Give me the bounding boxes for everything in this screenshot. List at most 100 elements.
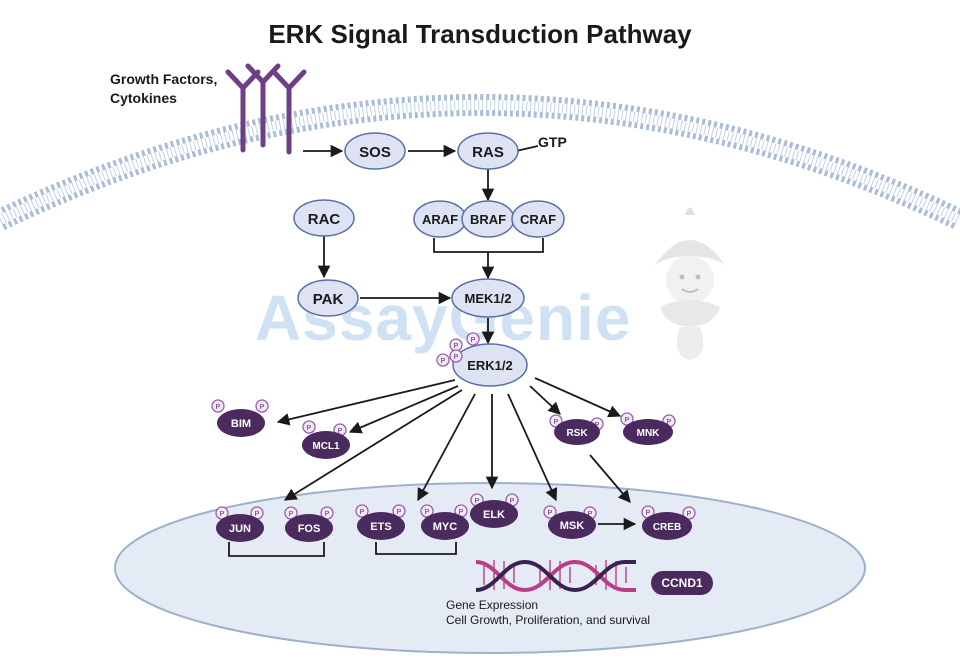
target-ets: P P ETS <box>355 504 406 540</box>
outcome-line-1: Gene Expression <box>446 598 538 612</box>
target-jun-label: JUN <box>229 523 251 535</box>
arrow-erk-rsk <box>529 385 561 415</box>
phospho-label: P <box>220 511 225 518</box>
target-elk: P P ELK <box>470 493 519 528</box>
target-msk-body <box>548 511 596 539</box>
ets-myc-bracket <box>375 542 457 555</box>
phospho-label: P <box>548 510 553 517</box>
phospho-icon <box>449 349 463 363</box>
target-fos: P P FOS <box>284 506 334 542</box>
node-braf-label: BRAF <box>470 212 506 227</box>
phospho-label: P <box>289 511 294 518</box>
target-creb-body <box>642 512 692 540</box>
target-bim-label: BIM <box>231 418 251 430</box>
target-rsk: P P RSK <box>549 414 604 445</box>
target-mnk: P P MNK <box>620 412 676 445</box>
node-pak-label: PAK <box>313 291 344 308</box>
phospho-label: P <box>459 509 464 516</box>
node-craf <box>511 200 565 238</box>
phospho-label: P <box>687 511 692 518</box>
node-craf-label: CRAF <box>520 212 556 227</box>
node-ras-label: RAS <box>472 144 504 161</box>
target-jun: P P JUN <box>215 506 264 542</box>
receptor-icon <box>225 63 307 155</box>
outcome-line-2: Cell Growth, Proliferation, and survival <box>446 613 650 627</box>
dna-helix-icon <box>475 559 636 593</box>
raf-bracket <box>433 238 544 253</box>
phospho-label: P <box>625 417 630 424</box>
ccnd1-label: CCND1 <box>661 576 703 590</box>
node-rac <box>293 199 355 237</box>
node-sos <box>344 132 406 170</box>
phospho-label: P <box>454 354 459 361</box>
phospho-label: P <box>338 428 343 435</box>
arrow-erk-mnk <box>534 377 622 418</box>
target-msk: P P MSK <box>543 505 597 539</box>
gtp-bond <box>515 145 539 152</box>
phospho-label: P <box>510 498 515 505</box>
node-sos-label: SOS <box>359 144 391 161</box>
phospho-icon <box>466 332 480 346</box>
phospho-label: P <box>554 419 559 426</box>
target-myc-body <box>421 512 469 540</box>
arrow-erk-bim <box>276 379 456 426</box>
target-creb: P P CREB <box>641 505 696 540</box>
arrow-rsk-creb <box>589 454 631 503</box>
target-mcl1-body <box>302 431 350 459</box>
target-jun-body <box>216 514 264 542</box>
phospho-label: P <box>588 511 593 518</box>
phospho-label: P <box>471 337 476 344</box>
target-fos-body <box>285 514 333 542</box>
phospho-label: P <box>667 419 672 426</box>
phospho-icon <box>682 506 696 520</box>
target-myc-label: MYC <box>433 521 458 533</box>
node-mek <box>451 278 525 318</box>
phospho-label: P <box>646 510 651 517</box>
target-rsk-body <box>554 419 600 445</box>
phospho-label: P <box>360 509 365 516</box>
target-ets-label: ETS <box>370 521 391 533</box>
receptor-label-line-2: Cytokines <box>110 90 177 106</box>
target-mcl1: P P MCL1 <box>302 420 350 459</box>
erk-phospho-groups: P P P P <box>436 332 480 367</box>
target-ets-body <box>357 512 405 540</box>
target-bim: P P BIM <box>211 399 269 437</box>
target-bim-body <box>217 409 265 437</box>
node-erk <box>452 343 528 387</box>
phospho-label: P <box>325 511 330 518</box>
phospho-icon <box>436 353 450 367</box>
target-mnk-label: MNK <box>637 428 661 439</box>
pathway-arrows <box>228 144 637 557</box>
node-erk-label: ERK1/2 <box>467 358 513 373</box>
arrow-erk-mcl1 <box>348 385 459 434</box>
phospho-icon <box>255 399 269 413</box>
phospho-label: P <box>595 422 600 429</box>
node-ras <box>457 132 519 170</box>
node-araf-label: ARAF <box>422 212 458 227</box>
target-msk-label: MSK <box>560 520 585 532</box>
ccnd1-box <box>651 571 713 595</box>
arrow-erk-fos <box>283 389 463 501</box>
target-creb-label: CREB <box>653 522 681 533</box>
phospho-label: P <box>397 509 402 516</box>
arrow-erk-ets <box>417 393 476 502</box>
node-mek-label: MEK1/2 <box>465 291 512 306</box>
erk-targets: P P BIM P P MCL1 P P RSK P <box>211 399 696 542</box>
node-rac-label: RAC <box>308 211 341 228</box>
genie-logo-icon <box>655 207 725 360</box>
phospho-label: P <box>441 358 446 365</box>
target-elk-body <box>470 500 518 528</box>
phospho-icon <box>355 504 369 518</box>
phospho-icon <box>211 399 225 413</box>
phospho-label: P <box>216 404 221 411</box>
target-mnk-body <box>623 419 673 445</box>
target-rsk-label: RSK <box>566 428 588 439</box>
target-myc: P P MYC <box>420 504 469 540</box>
receptor-label-line-1: Growth Factors, <box>110 71 217 87</box>
cell-membrane <box>0 94 960 230</box>
phospho-label: P <box>475 498 480 505</box>
target-mcl1-label: MCL1 <box>312 441 340 452</box>
jun-fos-bracket <box>228 542 325 557</box>
gtp-label: GTP <box>538 134 567 150</box>
